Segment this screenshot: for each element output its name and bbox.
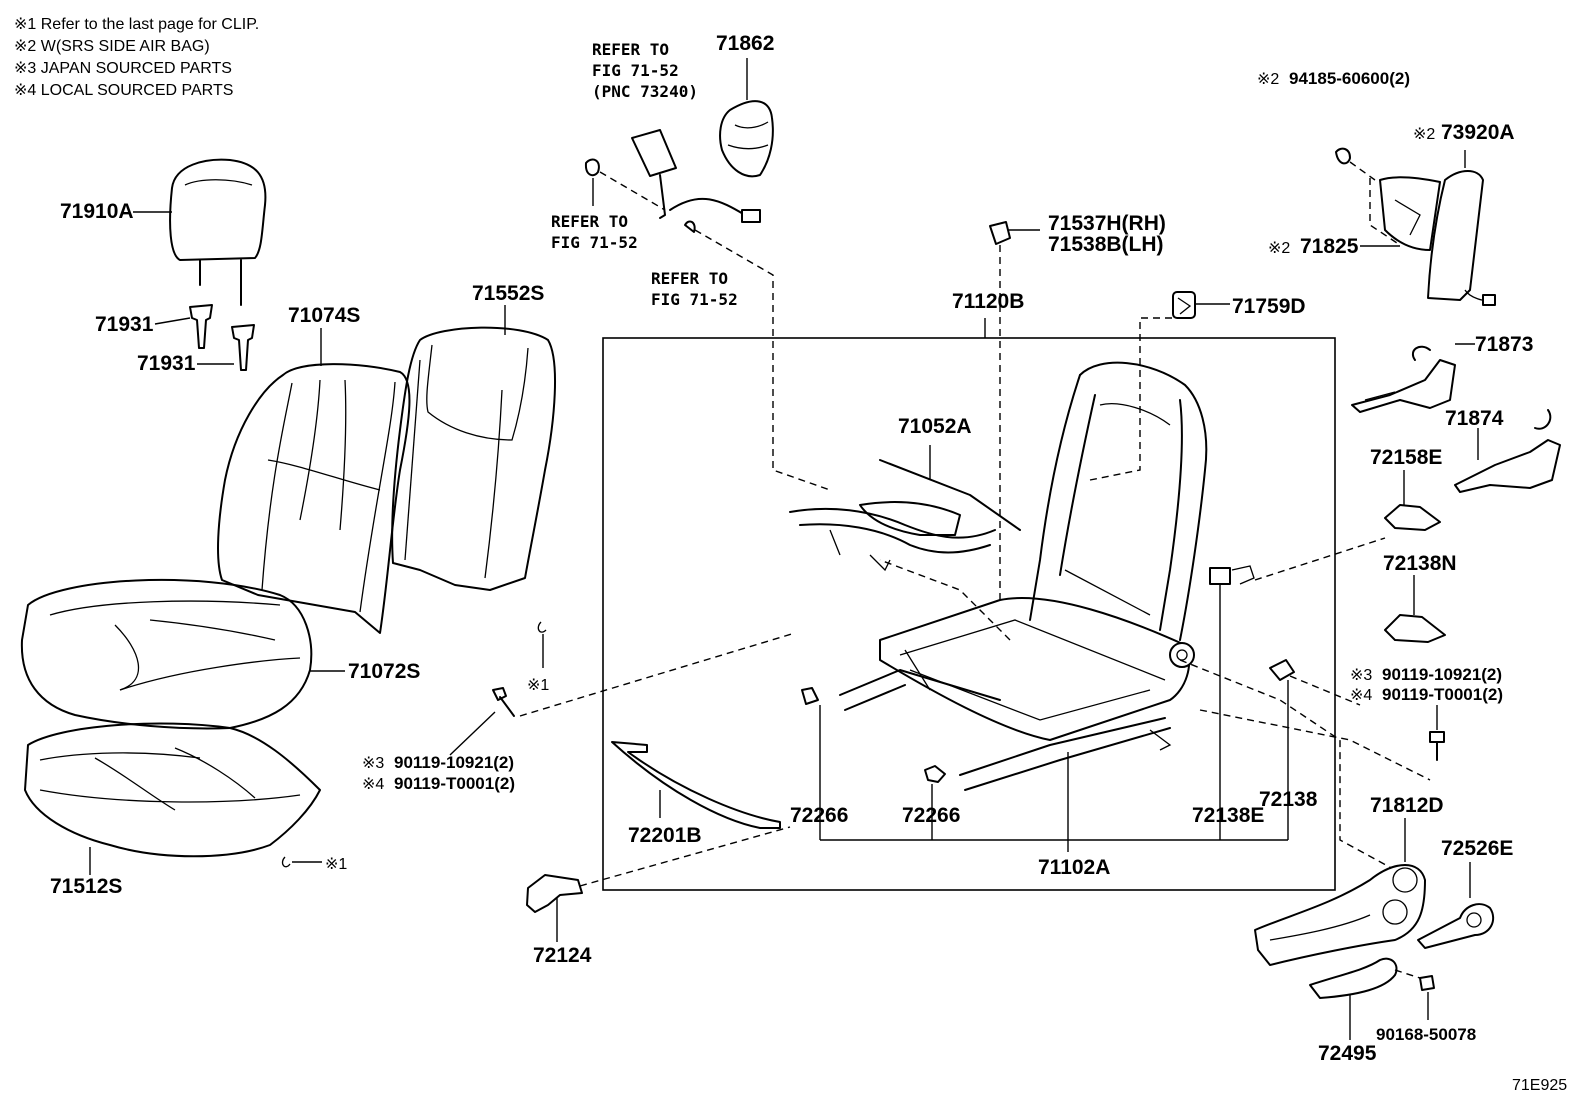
label-72138N: 72138N xyxy=(1383,552,1457,575)
dashed-leader-right xyxy=(1179,659,1396,871)
cover-72158E-drawing xyxy=(1384,470,1441,531)
label-90168: 90168-50078 xyxy=(1376,1025,1476,1044)
label-71931-b: 71931 xyxy=(137,352,196,375)
clip-drawings xyxy=(281,621,547,868)
label-72201B: 72201B xyxy=(628,824,702,847)
knob-72526E-drawing xyxy=(1417,862,1495,949)
refer-mid-line1: REFER TO xyxy=(651,269,728,288)
label-72138E: 72138E xyxy=(1192,804,1264,827)
airbag-bracket-drawing xyxy=(1335,147,1496,306)
label-71862: 71862 xyxy=(716,32,774,55)
cover-72138E-drawing xyxy=(1209,537,1386,585)
label-72266-b: 72266 xyxy=(902,804,960,827)
refer-top-line3: (PNC 73240) xyxy=(592,82,698,101)
label-71931-a: 71931 xyxy=(95,313,154,336)
label-71052A: 71052A xyxy=(898,415,972,438)
mark-4-right: ※4 xyxy=(1350,687,1372,704)
refer-top-line2: FIG 71-52 xyxy=(592,61,679,80)
refer-left-line1: REFER TO xyxy=(551,212,628,231)
refer-left-line2: FIG 71-52 xyxy=(551,233,638,252)
label-71552S: 71552S xyxy=(472,282,544,305)
mark-2-94185: ※2 xyxy=(1257,71,1279,88)
label-73920A: 73920A xyxy=(1441,121,1515,144)
bolt-right-drawing xyxy=(1429,705,1445,761)
label-71825: 71825 xyxy=(1300,235,1359,258)
cushion-cover-drawing xyxy=(20,578,345,730)
label-72266-a: 72266 xyxy=(790,804,848,827)
seatback-pad-drawing xyxy=(391,305,557,591)
assembly-frame-box xyxy=(602,337,1336,891)
cover-72138-drawing xyxy=(1269,659,1361,706)
label-72526E: 72526E xyxy=(1441,837,1513,860)
label-71120B: 71120B xyxy=(952,290,1024,313)
notes-legend: ※1 Refer to the last page for CLIP. ※2 W… xyxy=(14,14,259,102)
mark-2-73920A: ※2 xyxy=(1413,126,1435,143)
cover-72495-drawing xyxy=(1309,957,1398,1040)
label-72495: 72495 xyxy=(1318,1042,1377,1065)
label-71537H: 71537H(RH) xyxy=(1048,212,1166,235)
label-71512S: 71512S xyxy=(50,875,122,898)
dashed-leader-bolt-right xyxy=(1199,709,1431,781)
bolt-left-drawing xyxy=(449,632,796,756)
figure-code: 71E925 xyxy=(1512,1077,1567,1094)
headrest-guide-drawing xyxy=(154,304,255,371)
label-90119-10921-left: 90119-10921(2) xyxy=(394,753,514,772)
cover-72138N-drawing xyxy=(1384,575,1446,643)
label-94185: 94185-60600(2) xyxy=(1289,69,1410,88)
headrest-drawing xyxy=(133,158,267,306)
label-71873: 71873 xyxy=(1475,333,1533,356)
cushion-pad-drawing xyxy=(24,722,321,875)
seatbelt-buckle-drawing xyxy=(584,129,831,491)
refer-mid-line2: FIG 71-52 xyxy=(651,290,738,309)
lever-71873-drawing xyxy=(1351,343,1475,413)
spring-71052A-drawing xyxy=(789,445,1021,572)
label-71538B: 71538B(LH) xyxy=(1048,233,1164,256)
seatback-cover-drawing xyxy=(217,328,411,634)
label-72138: 72138 xyxy=(1259,788,1318,811)
label-71102A: 71102A xyxy=(1038,856,1110,879)
label-71074S: 71074S xyxy=(288,304,360,327)
label-90119-T0001-right: 90119-T0001(2) xyxy=(1382,685,1503,704)
label-71910A: 71910A xyxy=(60,200,134,223)
seat-frame-drawing xyxy=(839,361,1208,791)
mark-2-71825: ※2 xyxy=(1268,240,1290,257)
label-72124: 72124 xyxy=(533,944,592,967)
refer-top-line1: REFER TO xyxy=(592,40,669,59)
mark-3-left: ※3 xyxy=(362,755,384,772)
cover-71759D-drawing xyxy=(1089,291,1230,481)
lever-72124-drawing xyxy=(526,826,791,942)
clip-mark-1-lower: ※1 xyxy=(325,856,347,873)
label-90119-10921-right: 90119-10921(2) xyxy=(1382,665,1502,684)
label-71759D: 71759D xyxy=(1232,295,1306,318)
label-71812D: 71812D xyxy=(1370,794,1444,817)
wire-72201B-drawing xyxy=(611,741,781,829)
label-90119-T0001-left: 90119-T0001(2) xyxy=(394,774,515,793)
harness-71862-drawing xyxy=(719,58,774,178)
note-4: ※4 LOCAL SOURCED PARTS xyxy=(14,82,234,99)
bracket-72266-drawing xyxy=(801,585,1289,852)
side-shield-71812D-drawing xyxy=(1254,818,1426,966)
note-3: ※3 JAPAN SOURCED PARTS xyxy=(14,60,232,77)
label-72158E: 72158E xyxy=(1370,446,1442,469)
screw-90168-drawing xyxy=(1394,969,1435,1020)
note-2: ※2 W(SRS SIDE AIR BAG) xyxy=(14,38,210,55)
clip-mark-1-upper: ※1 xyxy=(527,677,549,694)
mark-3-right: ※3 xyxy=(1350,667,1372,684)
note-1: ※1 Refer to the last page for CLIP. xyxy=(14,16,260,33)
label-71874: 71874 xyxy=(1445,407,1504,430)
clip-71537H-drawing xyxy=(989,221,1040,600)
lever-71874-drawing xyxy=(1454,409,1561,493)
mark-4-left: ※4 xyxy=(362,776,384,793)
label-71072S: 71072S xyxy=(348,660,420,683)
